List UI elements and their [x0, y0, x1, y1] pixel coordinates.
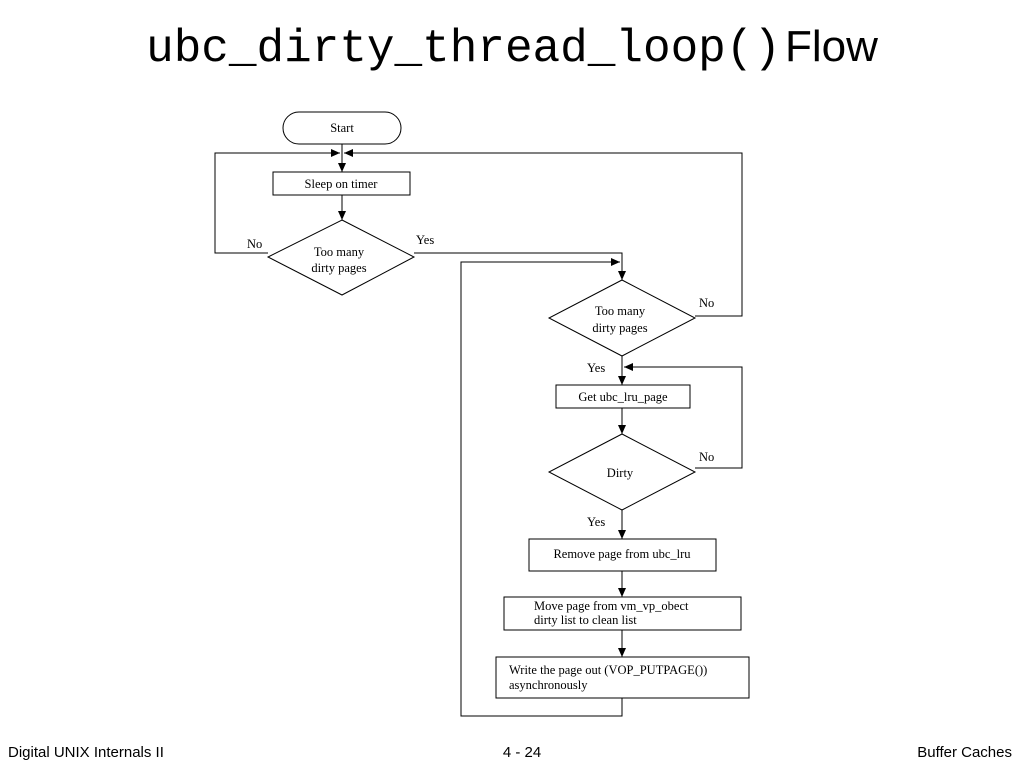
- connector-decision2-no: [344, 149, 743, 317]
- decision1-yes-label: Yes: [416, 233, 434, 247]
- connector-decision3-no: [624, 363, 743, 469]
- decision2-yes-label: Yes: [587, 361, 605, 375]
- title-flow-word: Flow: [785, 22, 878, 71]
- move-label-line2: dirty list to clean list: [534, 613, 637, 627]
- connector-write-loop: [460, 258, 623, 717]
- remove-box: [528, 538, 717, 572]
- slide-title: ubc_dirty_thread_loop() Flow: [0, 22, 1024, 75]
- decision3-no-label: No: [699, 450, 714, 464]
- decision2-label-line2: dirty pages: [592, 321, 647, 335]
- decision2-no-label: No: [699, 296, 714, 310]
- write-box: [495, 656, 750, 699]
- move-box: [503, 596, 742, 631]
- write-label-line1: Write the page out (VOP_PUTPAGE()): [509, 663, 707, 677]
- footer-page-number: 4 - 24: [502, 744, 542, 761]
- connector-decision1-no: [214, 149, 340, 254]
- decision1-no-label: No: [247, 237, 262, 251]
- decision3-label: Dirty: [607, 466, 634, 480]
- footer-left: Digital UNIX Internals II: [8, 744, 164, 761]
- decision1-diamond: [266, 219, 416, 296]
- write-label-line2: asynchronously: [509, 678, 588, 692]
- decision2-diamond: [547, 279, 697, 357]
- connector-decision1-yes: [414, 252, 626, 280]
- get-page-label: Get ubc_lru_page: [578, 390, 668, 404]
- start-label: Start: [330, 121, 354, 135]
- get-page-box: [555, 384, 691, 409]
- decision2-label-line1: Too many: [595, 304, 646, 318]
- sleep-label: Sleep on timer: [305, 177, 379, 191]
- footer-right: Buffer Caches: [917, 744, 1012, 761]
- decision1-label-line1: Too many: [314, 245, 365, 259]
- remove-label: Remove page from ubc_lru: [553, 547, 691, 561]
- title-function-name: ubc_dirty_thread_loop(): [146, 23, 781, 75]
- move-label-line1: Move page from vm_vp_obect: [534, 599, 689, 613]
- decision1-label-line2: dirty pages: [311, 261, 366, 275]
- decision3-yes-label: Yes: [587, 515, 605, 529]
